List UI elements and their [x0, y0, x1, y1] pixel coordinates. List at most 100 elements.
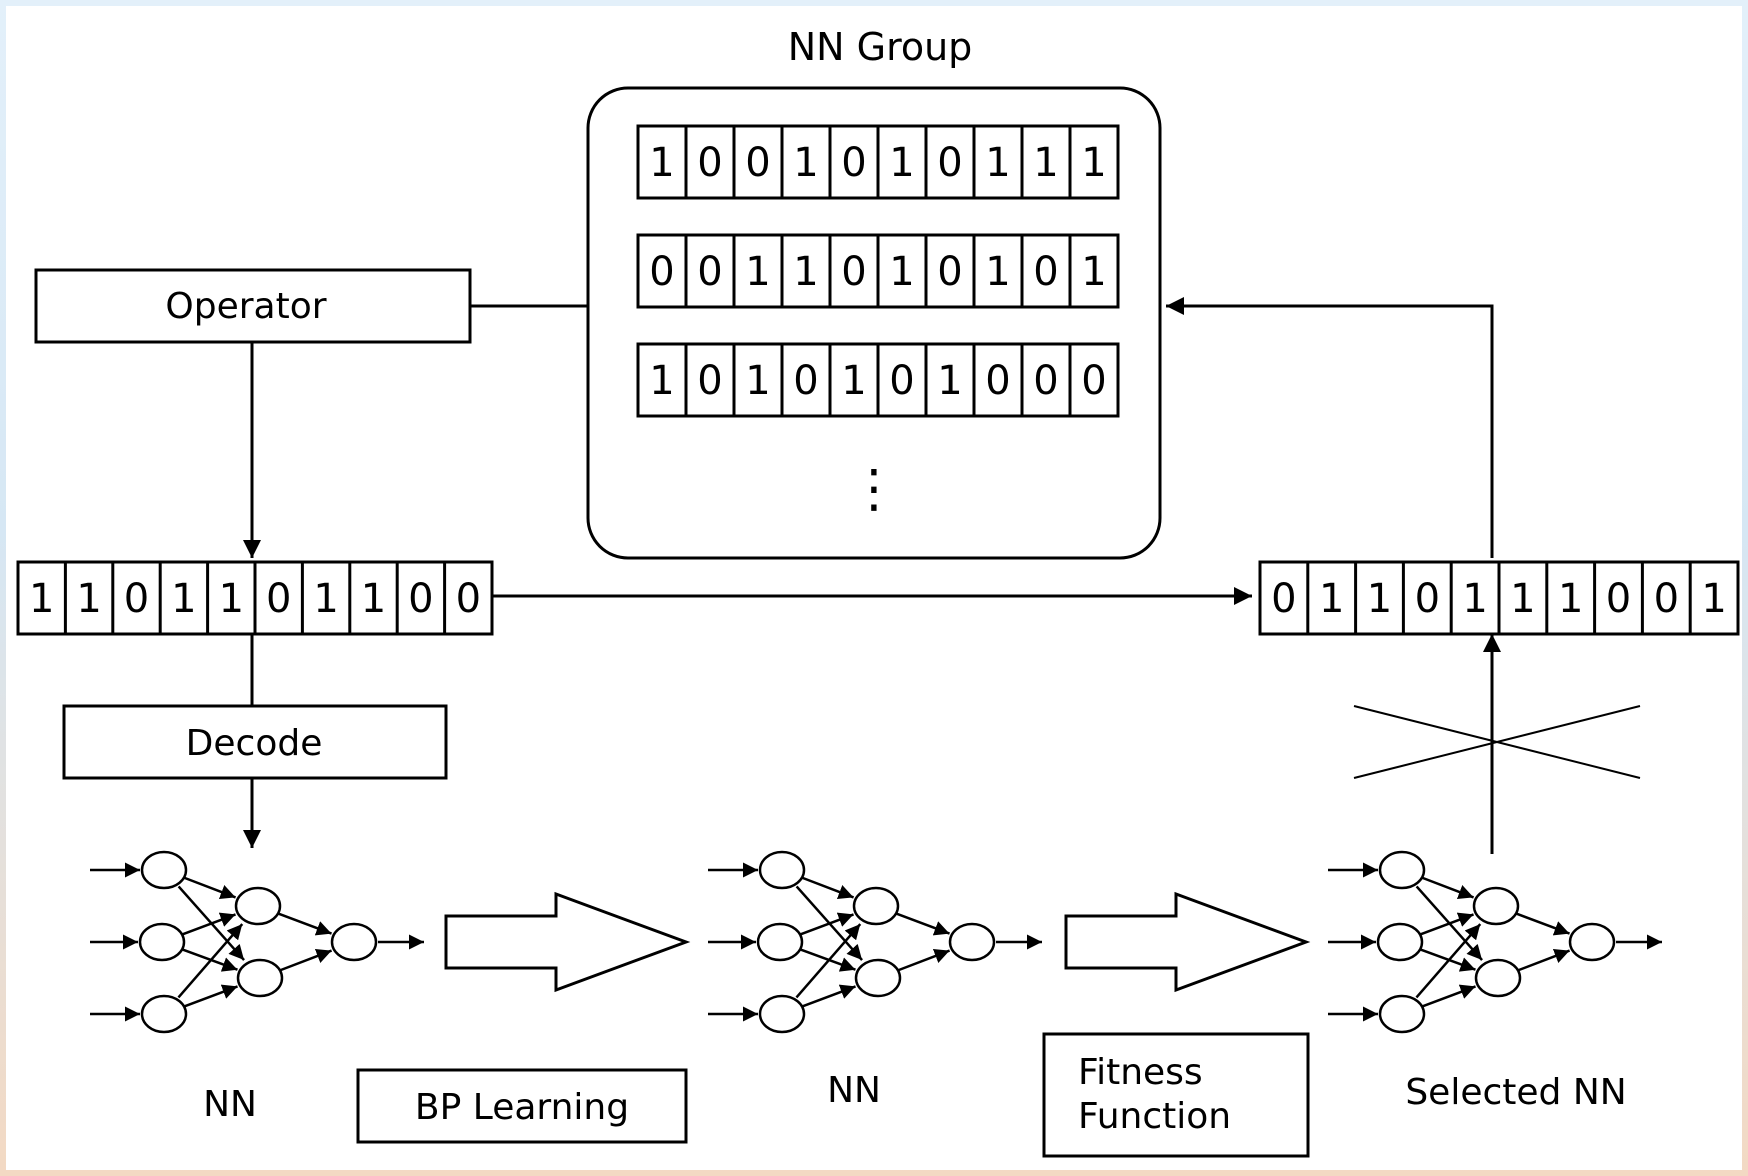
nn-node: [1568, 922, 1616, 962]
nn-node: [1474, 958, 1522, 998]
current-chromosome-bit: 1: [219, 576, 244, 622]
group-chromosome-bit: 1: [745, 249, 770, 295]
neural-network-1: [90, 850, 424, 1034]
group-chromosome-bit: 1: [889, 140, 914, 186]
current-chromosome-bit: 1: [171, 576, 196, 622]
bp-learning-box: [356, 1068, 688, 1144]
nn-edge: [800, 912, 854, 936]
group-chromosome-bit: 0: [649, 249, 674, 295]
group-chromosome-bit: 0: [841, 140, 866, 186]
nn-edge: [898, 948, 951, 972]
fitness-label-line1: Fitness: [1078, 1052, 1203, 1093]
bp-learning-block-arrow: [444, 891, 691, 993]
nn-node: [236, 958, 284, 998]
nn-edge: [278, 912, 332, 936]
nn-node: [758, 850, 806, 890]
offspring-chromosome-bit: 1: [1558, 576, 1583, 622]
group-chromosome-bit: 0: [697, 358, 722, 404]
nn-edge: [1422, 984, 1476, 1008]
operator-box: [34, 268, 472, 344]
neural-network-selected: [1328, 850, 1662, 1034]
nn-node: [138, 922, 186, 962]
offspring-chromosome-bit: 0: [1271, 576, 1296, 622]
group-chromosome-bit: 0: [1081, 358, 1106, 404]
current-chromosome-bit: 0: [124, 576, 149, 622]
nn-node: [1376, 922, 1424, 962]
decode-box: [62, 704, 448, 780]
group-chromosome-bit: 1: [985, 140, 1010, 186]
group-chromosome-bit: 1: [841, 358, 866, 404]
nn-edge: [795, 923, 862, 999]
offspring-chromosome-bit: 1: [1367, 576, 1392, 622]
nn-node: [852, 886, 900, 926]
group-chromosome-bit: 0: [745, 140, 770, 186]
nn-label-2: NN: [827, 1070, 881, 1111]
group-chromosome-bit: 1: [1081, 140, 1106, 186]
nn-group-box: [586, 86, 1162, 560]
nn-node: [330, 922, 378, 962]
nn-edge: [1518, 948, 1571, 972]
current-chromosome-bit: 0: [456, 576, 481, 622]
group-chromosome-bit: 0: [889, 358, 914, 404]
nn-node: [1378, 994, 1426, 1034]
selected-nn-label: Selected NN: [1405, 1072, 1626, 1113]
neural-network-2: [708, 850, 1042, 1034]
nn-edge: [896, 912, 950, 936]
offspring-chromosome-bit: 1: [1462, 576, 1487, 622]
group-chromosome-bit: 1: [745, 358, 770, 404]
offspring-chromosome-bit: 1: [1510, 576, 1535, 622]
group-chromosome-bit: 0: [985, 358, 1010, 404]
feedback-to-group-arrow: [1166, 297, 1494, 558]
offspring-chromosome-bit: 0: [1606, 576, 1631, 622]
nn-node: [234, 886, 282, 926]
nn-edge: [1516, 912, 1570, 936]
nn-node: [758, 994, 806, 1034]
nn-edge: [182, 912, 236, 936]
group-chromosome-bit: 1: [985, 249, 1010, 295]
operator-label: Operator: [165, 286, 326, 327]
group-chromosome-bit: 1: [793, 249, 818, 295]
nn-node: [854, 958, 902, 998]
nn-edge: [802, 984, 856, 1008]
nn-node: [140, 994, 188, 1034]
group-chromosome-bit: 1: [649, 140, 674, 186]
crossover-mark-line-b: [1353, 705, 1641, 779]
group-chromosome-bit: 0: [1033, 249, 1058, 295]
offspring-chromosome-bit: 1: [1319, 576, 1344, 622]
offspring-chromosome-bit: 0: [1415, 576, 1440, 622]
nn-edge: [177, 923, 244, 999]
group-chromosome-bit: 1: [937, 358, 962, 404]
current-chromosome-bit: 0: [266, 576, 291, 622]
fitness-function-box: [1042, 1032, 1310, 1158]
group-chromosome-bit: 0: [1033, 358, 1058, 404]
group-chromosome-bit: 1: [889, 249, 914, 295]
group-chromosome-bit: 0: [841, 249, 866, 295]
decode-label: Decode: [186, 723, 323, 764]
nn-node: [140, 850, 188, 890]
group-chromosome-bit: 0: [697, 140, 722, 186]
fitness-label-line2: Function: [1078, 1096, 1231, 1137]
fitness-block-arrow: [1064, 891, 1311, 993]
current-chromosome-bit: 0: [408, 576, 433, 622]
nn-edge: [802, 876, 855, 900]
nn-edge: [184, 876, 237, 900]
current-chromosome-bit: 1: [313, 576, 338, 622]
current-chromosome-bit: 1: [76, 576, 101, 622]
nn-node: [1378, 850, 1426, 890]
group-chromosome-bit: 1: [1033, 140, 1058, 186]
group-chromosome-bit: 1: [649, 358, 674, 404]
group-chromosome-bit: 0: [937, 140, 962, 186]
nn-edge: [1415, 923, 1482, 999]
offspring-chromosome-bit: 1: [1701, 576, 1726, 622]
current-chromosome-bit: 1: [29, 576, 54, 622]
group-chromosome-bit: 0: [697, 249, 722, 295]
nn-node: [1472, 886, 1520, 926]
